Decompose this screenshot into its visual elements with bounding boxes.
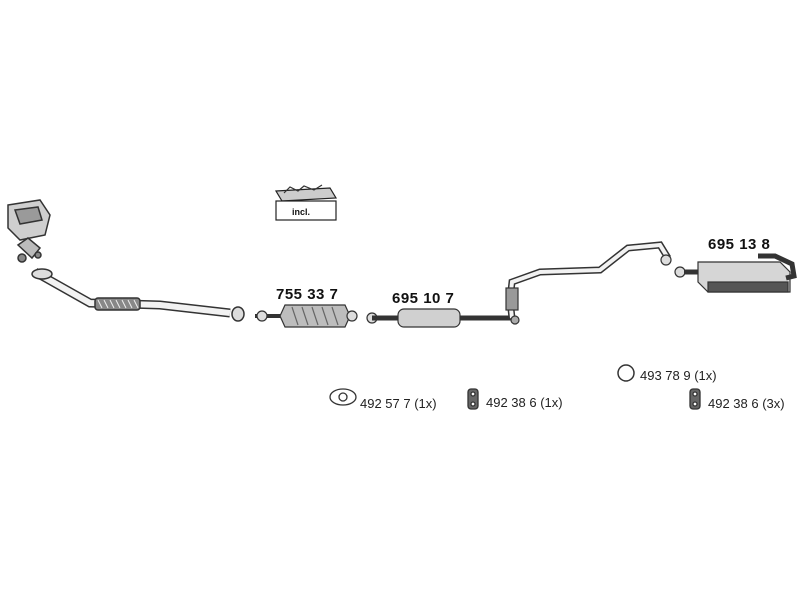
hanger-b-label: 492 38 6 (3x)	[708, 396, 785, 411]
manifold-downpipe	[7, 199, 51, 263]
gasket-icon	[329, 388, 357, 406]
catalyst-part	[255, 304, 358, 328]
rear-silencer-part-number: 695 13 8	[708, 236, 771, 253]
ring-label: 493 78 9 (1x)	[640, 368, 717, 383]
hanger-a-label: 492 38 6 (1x)	[486, 395, 563, 410]
kit-badge-label: incl.	[292, 207, 311, 217]
rear-silencer-part	[674, 253, 797, 293]
rubber-hanger-icon-2	[689, 388, 701, 410]
front-pipe	[31, 268, 245, 322]
middle-silencer-part-number: 695 10 7	[392, 290, 455, 307]
middle-silencer-part	[366, 241, 672, 328]
gasket-label: 492 57 7 (1x)	[360, 396, 437, 411]
ring-icon	[617, 364, 635, 382]
rubber-hanger-icon	[467, 388, 479, 410]
catalyst-part-number: 755 33 7	[276, 286, 339, 303]
kit-badge-box	[274, 184, 338, 221]
